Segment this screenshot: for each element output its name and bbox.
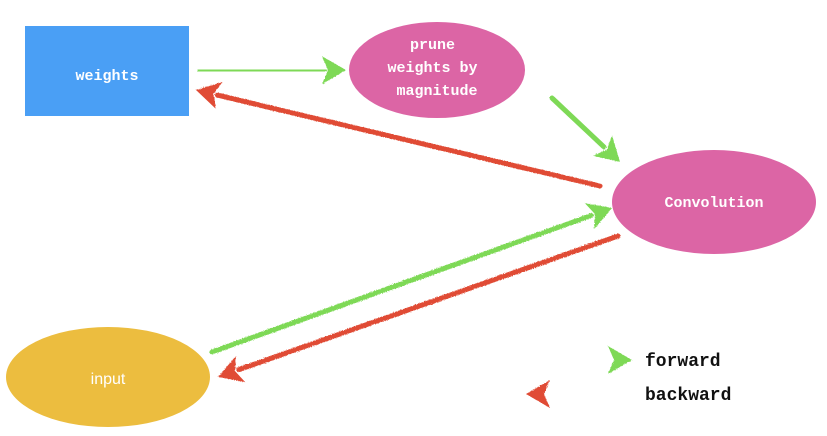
arrow-head xyxy=(218,355,246,383)
legend: forward backward xyxy=(526,346,731,408)
arrow-head xyxy=(321,56,346,85)
input-ellipse xyxy=(6,327,210,427)
convolution-ellipse xyxy=(612,150,816,254)
input-node: input xyxy=(6,327,210,427)
arrow-convolution-to-input xyxy=(218,233,621,383)
prune-label-line-1: prune xyxy=(410,37,455,54)
weights-box xyxy=(25,26,189,116)
input-label: input xyxy=(91,371,126,388)
arrow-shaft xyxy=(236,233,621,373)
weights-node: weights xyxy=(25,26,189,116)
prune-node: prune weights by magnitude xyxy=(349,22,525,118)
arrow-input-to-convolution xyxy=(209,202,612,355)
prune-label-line-2: weights by xyxy=(387,60,477,77)
arrow-prune-to-convolution xyxy=(549,95,620,162)
arrow-head xyxy=(196,81,223,110)
arrow-weights-to-prune xyxy=(197,56,346,85)
arrow-shaft xyxy=(214,92,603,189)
legend-backward-label: backward xyxy=(645,386,731,406)
arrow-shaft xyxy=(197,67,327,74)
weights-label: weights xyxy=(75,68,138,85)
arrow-head xyxy=(584,202,612,230)
arrow-head xyxy=(592,135,620,162)
arrow-convolution-to-weights xyxy=(196,81,603,189)
prune-label: prune weights by magnitude xyxy=(387,37,486,100)
arrow-shaft xyxy=(549,95,607,150)
legend-forward-arrow xyxy=(527,346,632,374)
legend-backward-arrow xyxy=(526,380,631,408)
convolution-node: Convolution xyxy=(612,150,816,254)
arrow-head xyxy=(608,346,632,374)
prune-label-line-3: magnitude xyxy=(396,83,477,100)
arrow-shaft xyxy=(209,212,594,355)
prune-ellipse xyxy=(349,22,525,118)
convolution-label: Convolution xyxy=(664,195,763,212)
legend-forward-label: forward xyxy=(645,352,721,372)
arrow-head xyxy=(526,380,550,408)
